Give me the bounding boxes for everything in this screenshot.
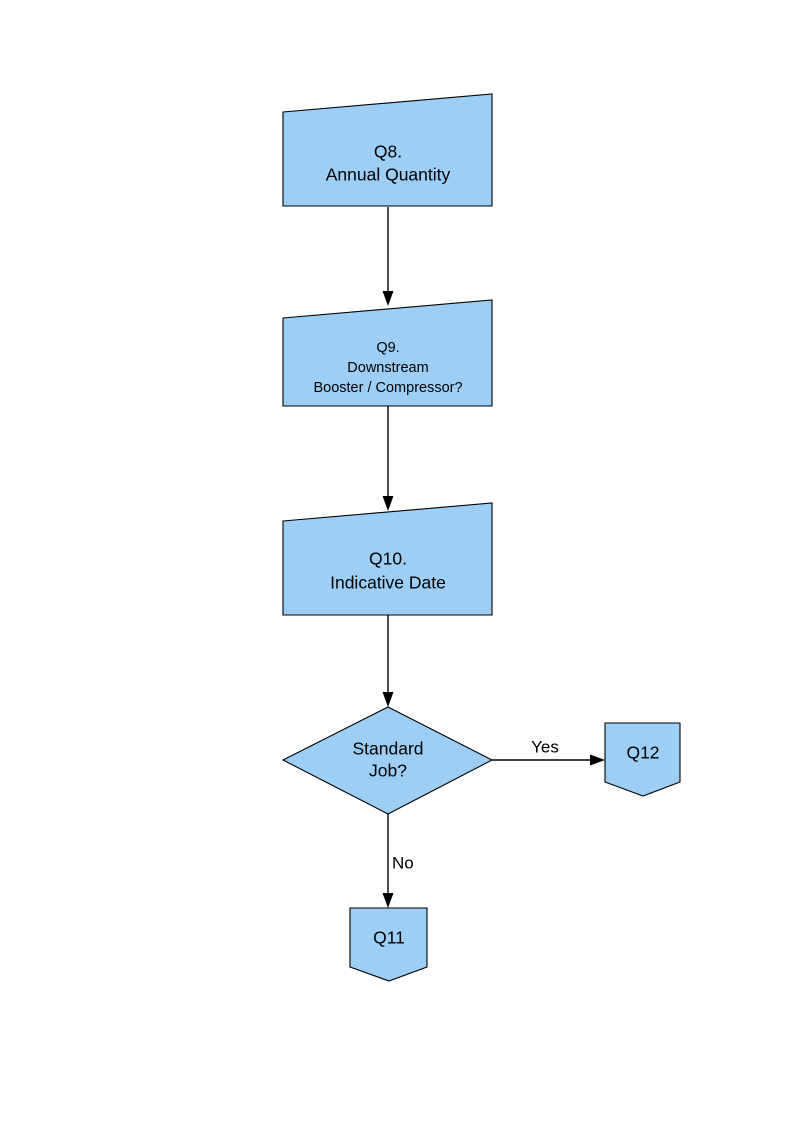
node-q9[interactable]: Q9. Downstream Booster / Compressor? <box>282 299 493 407</box>
node-q9-shape[interactable] <box>282 299 493 407</box>
node-q10-line1: Q10. <box>369 549 407 569</box>
node-decision-standard-job[interactable]: Standard Job? <box>281 706 494 815</box>
node-q10[interactable]: Q10. Indicative Date <box>282 502 493 616</box>
arrow-head-q8-q9 <box>382 291 394 306</box>
edge-label-no: No <box>392 853 414 872</box>
arrow-head-decision-q11 <box>382 893 394 908</box>
edge-q8-to-q9 <box>382 207 394 306</box>
node-q9-line1: Q9. <box>376 340 399 356</box>
node-q9-line3: Booster / Compressor? <box>313 380 462 396</box>
node-q11[interactable]: Q11 <box>349 907 428 982</box>
node-q12-shape[interactable] <box>604 722 681 797</box>
arrow-head-decision-q12 <box>590 754 605 766</box>
node-q10-shape[interactable] <box>282 502 493 616</box>
node-q12-label: Q12 <box>626 743 659 763</box>
edge-decision-to-q11: No <box>382 814 414 908</box>
node-decision-line2: Job? <box>369 761 407 781</box>
arrow-head-q9-q10 <box>382 496 394 511</box>
node-q10-line2: Indicative Date <box>330 573 446 593</box>
node-q11-label: Q11 <box>373 928 405 948</box>
node-decision-line1: Standard <box>352 739 423 759</box>
edge-q10-to-decision <box>382 615 394 707</box>
node-q12[interactable]: Q12 <box>604 722 681 797</box>
edge-label-yes: Yes <box>531 737 559 756</box>
node-q11-shape[interactable] <box>349 907 428 982</box>
node-q9-line2: Downstream <box>347 360 428 376</box>
edge-q9-to-q10 <box>382 406 394 511</box>
node-decision-shape[interactable] <box>281 706 494 815</box>
node-q8-shape[interactable] <box>282 93 493 207</box>
node-q8-line1: Q8. <box>374 142 402 162</box>
node-q8[interactable]: Q8. Annual Quantity <box>282 93 493 207</box>
arrow-head-q10-decision <box>382 692 394 707</box>
edge-decision-to-q12: Yes <box>492 737 605 766</box>
node-q8-line2: Annual Quantity <box>326 165 451 185</box>
